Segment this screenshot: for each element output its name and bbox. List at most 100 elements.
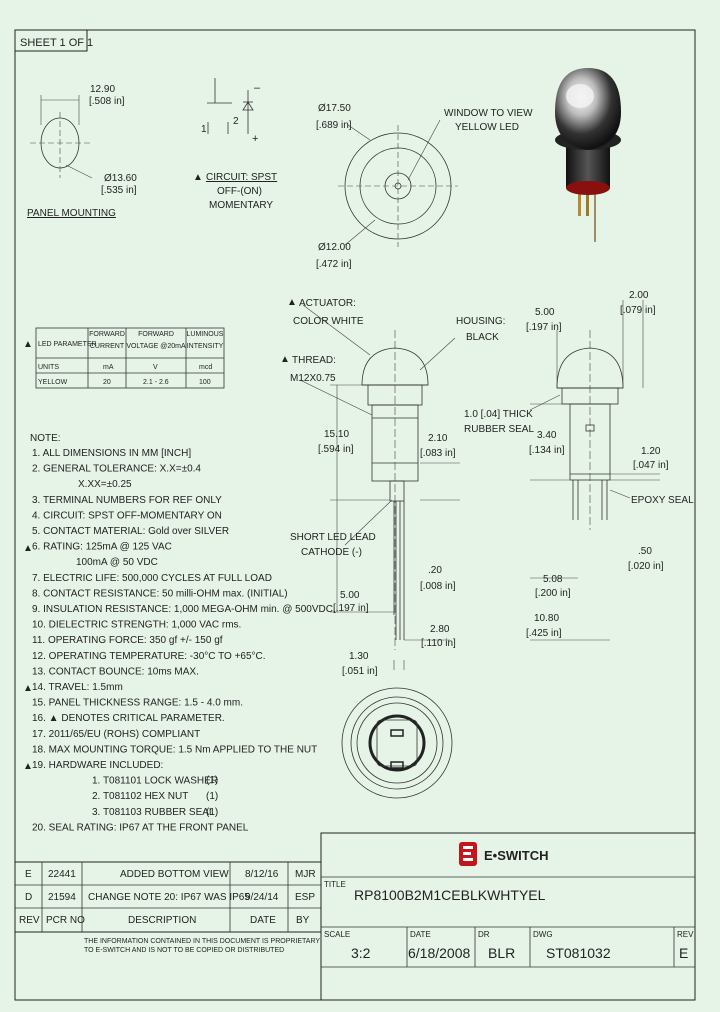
desc-d: CHANGE NOTE 20: IP67 WAS IP65 — [88, 892, 250, 903]
note-line: 16. ▲ DENOTES CRITICAL PARAMETER. — [32, 713, 225, 724]
top-outer-dim: Ø17.50 — [318, 103, 351, 114]
disclaimer-1: THE INFORMATION CONTAINED IN THIS DOCUME… — [84, 938, 320, 945]
note-line: 3. TERMINAL NUMBERS FOR REF ONLY — [32, 495, 222, 506]
rev-d: D — [25, 892, 32, 903]
circuit-pin2: 2 — [233, 116, 239, 127]
epoxy-seal-label: EPOXY SEAL — [631, 495, 694, 506]
note-line: 1. T081101 LOCK WASHER — [92, 776, 218, 787]
end-dim-1-20: 1.20 — [641, 446, 661, 457]
end-dim-5: 5.00 — [535, 307, 555, 318]
end-view: 5.00 [.197 in] 2.00 [.079 in] 1.0 [.04] … — [464, 290, 694, 641]
note-line: 100mA @ 50 VDC — [76, 557, 158, 568]
led-header-voltage: FORWARD VOLTAGE @20mA — [126, 331, 186, 350]
housing-label-2: BLACK — [466, 332, 499, 343]
end-dim-5-08: 5.08 — [543, 574, 563, 585]
end-dim-5-08-in: [.200 in] — [535, 588, 571, 599]
date-header: DATE — [250, 915, 276, 926]
led-row-color: YELLOW — [38, 379, 68, 386]
seal-label-1: 1.0 [.04] THICK — [464, 409, 533, 420]
end-dim-50-in: [.020 in] — [628, 561, 664, 572]
circuit-label-3: MOMENTARY — [209, 200, 273, 211]
actuator-label-1: ACTUATOR: — [299, 298, 356, 309]
window-label-2: YELLOW LED — [455, 122, 519, 133]
note-line: 13. CONTACT BOUNCE: 10ms MAX. — [32, 666, 199, 677]
desc-e: ADDED BOTTOM VIEW — [120, 869, 229, 880]
panel-width-dim-in: [.508 in] — [89, 96, 125, 107]
side-dim-5-in: [.197 in] — [333, 603, 369, 614]
led-header-intensity: LUMINOUS INTENSITY — [186, 331, 224, 350]
side-dim-15: 15.10 — [324, 429, 349, 440]
top-inner-dim-in: [.472 in] — [316, 259, 352, 270]
circuit-minus: – — [254, 82, 261, 94]
panel-mounting-label: PANEL MOUNTING — [27, 208, 116, 219]
bottom-view — [341, 687, 453, 799]
note-line: 2. GENERAL TOLERANCE: X.X=±0.4 — [32, 464, 201, 475]
end-dim-3-40-in: [.134 in] — [529, 445, 565, 456]
critical-marker: ▲ — [23, 683, 33, 694]
note-line: 2. T081102 HEX NUT — [92, 791, 188, 802]
circuit-label-2: OFF-(ON) — [217, 186, 262, 197]
led-units-intensity: mcd — [199, 364, 212, 371]
sheet-label-box — [14, 29, 88, 52]
scale-label: SCALE — [324, 930, 350, 939]
circuit-label-1: CIRCUIT: SPST — [206, 172, 277, 183]
rev-value: E — [679, 945, 688, 961]
note-line: 5. CONTACT MATERIAL: Gold over SILVER — [32, 526, 229, 537]
note-line: 17. 2011/65/EU (ROHS) COMPLIANT — [32, 729, 200, 740]
brand-name: E•SWITCH — [484, 848, 549, 863]
housing-label-1: HOUSING: — [456, 316, 505, 327]
note-line: 19. HARDWARE INCLUDED: — [32, 760, 163, 771]
dr-label: DR — [478, 930, 490, 939]
pcr-d: 21594 — [48, 892, 76, 903]
window-label-1: WINDOW TO VIEW — [444, 108, 533, 119]
side-view: ▲ ACTUATOR: COLOR WHITE ▲ THREAD: M12X0.… — [280, 297, 505, 677]
desc-header: DESCRIPTION — [128, 915, 196, 926]
rev-header: REV — [19, 915, 40, 926]
side-dim-20: .20 — [428, 565, 442, 576]
sheet-label: SHEET 1 OF 1 — [20, 37, 93, 49]
by-header: BY — [296, 915, 310, 926]
panel-width-dim: 12.90 — [90, 84, 115, 95]
top-inner-dim: Ø12.00 — [318, 242, 351, 253]
by-d: ESP — [295, 892, 315, 903]
thread-label-2: M12X0.75 — [290, 373, 336, 384]
led-header-current: FORWARD CURRENT — [89, 331, 125, 350]
dr-value: BLR — [488, 945, 515, 961]
circuit-diagram: 1 2 – + ▲ CIRCUIT: SPST OFF-(ON) MOMENTA… — [193, 78, 277, 211]
end-dim-10-80: 10.80 — [534, 613, 559, 624]
hardware-qty-1: (1) — [206, 775, 218, 786]
note-line: X.XX=±0.25 — [78, 479, 132, 490]
side-dim-1-30: 1.30 — [349, 651, 369, 662]
note-line: 4. CIRCUIT: SPST OFF-MOMENTARY ON — [32, 510, 222, 521]
led-units-label: UNITS — [38, 364, 59, 371]
rev-e: E — [25, 869, 32, 880]
end-dim-50: .50 — [638, 546, 652, 557]
panel-diameter-dim-in: [.535 in] — [101, 185, 137, 196]
scale-value: 3:2 — [351, 945, 371, 961]
side-dim-15-in: [.594 in] — [318, 444, 354, 455]
note-line: 20. SEAL RATING: IP67 AT THE FRONT PANEL — [32, 822, 249, 833]
panel-diameter-dim: Ø13.60 — [104, 173, 137, 184]
dwg-label: DWG — [533, 930, 553, 939]
end-dim-5-in: [.197 in] — [526, 322, 562, 333]
led-row-current: 20 — [103, 379, 111, 386]
note-line: 10. DIELECTRIC STRENGTH: 1,000 VAC rms. — [32, 620, 241, 631]
end-dim-3-40: 3.40 — [537, 430, 557, 441]
circuit-plus: + — [252, 133, 258, 145]
note-line: 7. ELECTRIC LIFE: 500,000 CYCLES AT FULL… — [32, 573, 272, 584]
lead-label-2: CATHODE (-) — [301, 547, 362, 558]
side-dim-2-80: 2.80 — [430, 624, 450, 635]
date-d: 9/24/14 — [245, 892, 279, 903]
eswitch-logo-icon — [459, 842, 477, 866]
critical-marker: ▲ — [193, 172, 203, 183]
end-dim-2-in: [.079 in] — [620, 305, 656, 316]
revision-table: E 22441 ADDED BOTTOM VIEW 8/12/16 MJR D … — [14, 861, 322, 954]
top-view: Ø17.50 [.689 in] Ø12.00 [.472 in] WINDOW… — [316, 103, 533, 270]
thread-label-1: THREAD: — [292, 355, 336, 366]
product-render — [555, 68, 621, 242]
note-line: 18. MAX MOUNTING TORQUE: 1.5 Nm APPLIED … — [32, 744, 317, 755]
critical-marker: ▲ — [23, 543, 33, 554]
side-dim-1-30-in: [.051 in] — [342, 666, 378, 677]
pcr-header: PCR NO — [46, 915, 85, 926]
